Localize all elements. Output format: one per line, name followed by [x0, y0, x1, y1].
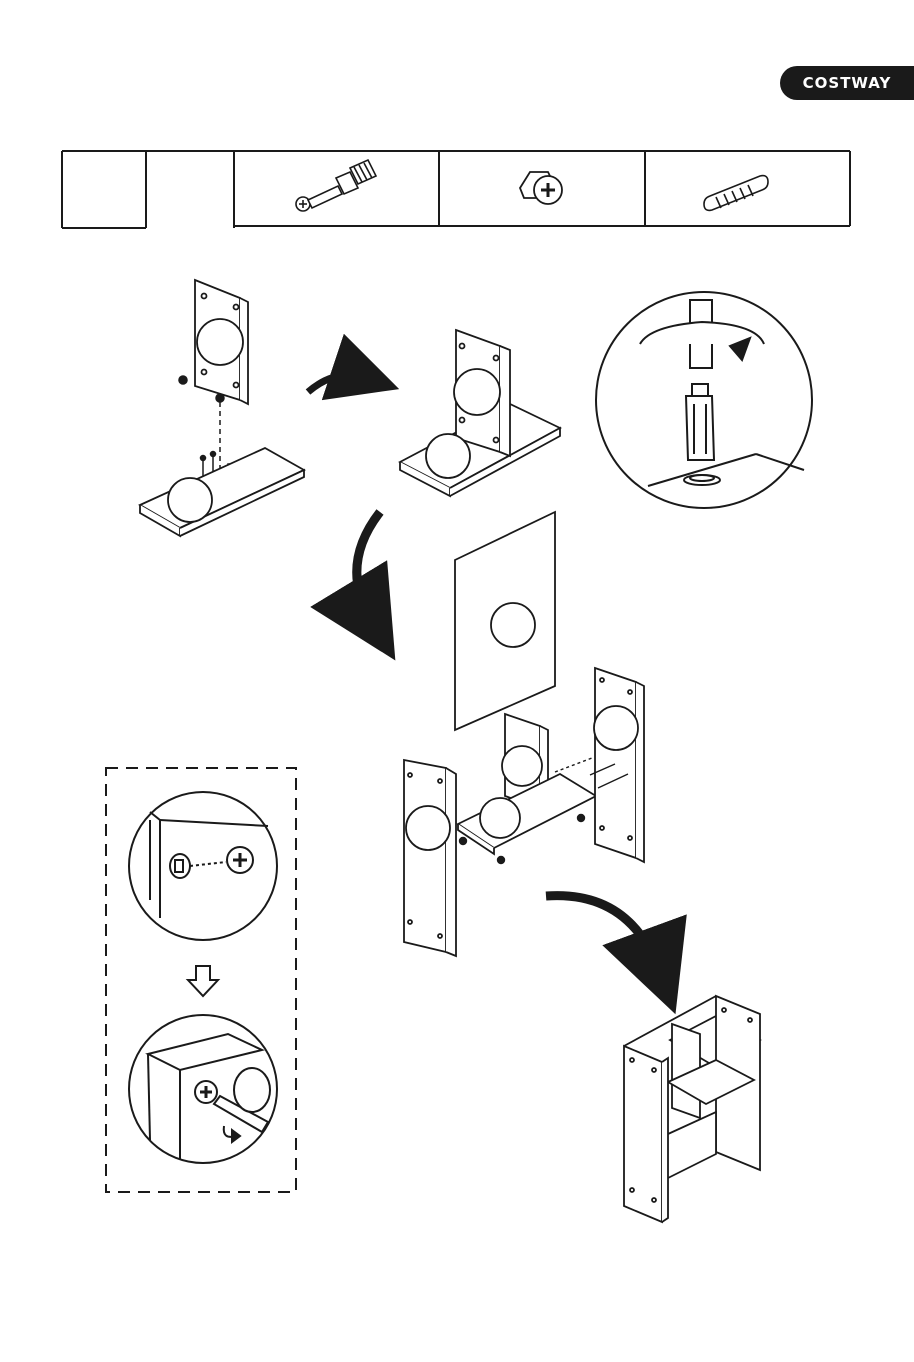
step-d-finished-unit: [624, 996, 760, 1222]
step-c-frame: [404, 668, 644, 956]
step-b-assembled-panel: [400, 330, 560, 496]
wooden-dowel-icon: [704, 176, 768, 211]
arrow-step-c-to-d: [546, 896, 660, 972]
down-arrow-icon: [188, 966, 218, 996]
cam-lock-tighten-detail: [129, 1015, 277, 1163]
cam-bolt-icon: [296, 160, 376, 211]
step-b-detail-zoom: [596, 292, 812, 508]
cam-lock-insert-detail: [129, 792, 277, 940]
arrow-step-b-to-c: [357, 512, 380, 622]
step-c-back-panel: [455, 512, 555, 730]
step-a-shelf: [140, 448, 304, 536]
cam-lock-icon: [520, 172, 562, 204]
arrow-step-a-to-b: [308, 375, 366, 392]
step-a-upright-panel: [195, 280, 248, 404]
